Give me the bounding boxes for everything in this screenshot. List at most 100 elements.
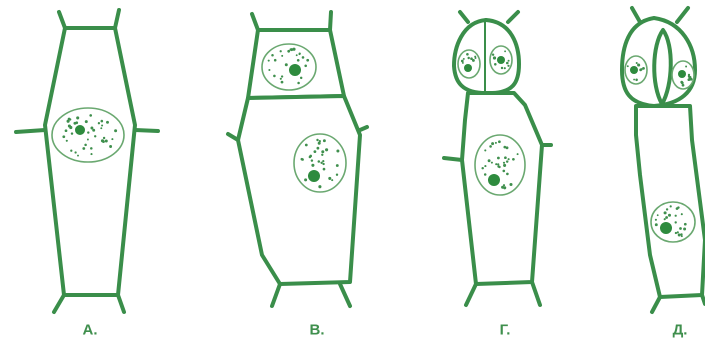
panel-d-lower-nucleus-envelope <box>651 202 695 242</box>
panel-d-cell <box>622 8 705 312</box>
panel-b-lower-nucleus-granule <box>322 160 324 162</box>
panel-a-nucleus-granule <box>84 144 87 147</box>
panel-g-lower-nucleus-granule <box>489 145 492 148</box>
panel-a-nucleus-granule <box>94 135 96 137</box>
panel-b-lower-nucleus-granule <box>305 144 308 147</box>
panel-d-left-guard-nucleus-granule <box>637 63 640 66</box>
panel-d-lower-nucleus <box>651 202 695 242</box>
panel-g-lower-nucleus-granule <box>491 162 493 164</box>
panel-a-nucleus-nucleolus <box>75 125 85 135</box>
panel-b-lower-nucleus-granule <box>320 162 322 164</box>
panel-a-nucleus-granule <box>105 140 108 143</box>
panel-a-nucleus <box>52 108 124 162</box>
panel-d-lower-nucleus-granule <box>675 221 677 223</box>
panel-a-nucleus-granule <box>71 132 73 134</box>
panel-a-nucleus-granule <box>101 124 103 126</box>
panel-g-lower-nucleus-granule <box>495 163 497 165</box>
panel-g-wall-stub-top-right <box>508 12 518 22</box>
panel-d-right-guard-nucleus-granule <box>682 84 685 87</box>
panel-a-nucleus-granule <box>62 135 65 138</box>
panel-b-lower-nucleus-granule <box>331 179 333 181</box>
panel-g-lower-nucleus-granule <box>495 142 497 144</box>
panel-b-lower-nucleus-nucleolus <box>308 170 320 182</box>
panel-b-cell <box>228 12 367 306</box>
panel-b-lower-nucleus-granule <box>321 154 323 156</box>
panel-b-lower-nucleus-granule <box>323 168 326 171</box>
panel-b-wall-stub-top-right <box>330 12 331 30</box>
panel-d-lower-nucleus-granule <box>681 213 683 215</box>
panel-b-lower-nucleus-granule <box>328 177 331 180</box>
panel-d-lower-nucleus-granule <box>655 223 658 226</box>
panel-d-lower-nucleus-granule <box>668 214 671 217</box>
panel-g-right-guard-nucleus-granule <box>494 63 497 66</box>
panel-d-right-guard-nucleus-granule <box>688 74 690 76</box>
panel-g-lower-nucleus-granule <box>508 158 510 160</box>
panel-b-upper-nucleus-granule <box>304 65 307 68</box>
panel-g-left-guard-nucleus-granule <box>463 58 465 60</box>
panel-g-right-guard-nucleus-granule <box>506 62 509 65</box>
panel-g-lower-nucleus-granule <box>503 164 506 167</box>
panel-g-right-guard-nucleus <box>490 46 512 74</box>
panel-b-upper-nucleus-granule <box>299 52 301 54</box>
panel-b-lower-nucleus <box>294 134 346 192</box>
panel-b-lower-nucleus-granule <box>318 185 321 188</box>
panel-g-lower-nucleus-granule <box>497 163 499 165</box>
panel-g-lower-nucleus-granule <box>484 165 486 167</box>
panel-g-left-guard-nucleus-granule <box>467 57 469 59</box>
panel-d-lower-nucleus-granule <box>666 208 668 210</box>
panel-b-lower-nucleus-granule <box>316 139 318 141</box>
panel-d-lower-nucleus-granule <box>657 214 659 216</box>
panel-g-lower-nucleus-granule <box>498 140 501 143</box>
panel-b-label: В. <box>310 322 325 339</box>
panel-g-left-guard-nucleus-granule <box>474 56 476 58</box>
panel-g-wall-stub-left <box>444 158 462 160</box>
panel-a-wall-stub-left <box>16 130 45 132</box>
panel-g-lower-nucleus-granule <box>503 162 505 164</box>
panel-a-nucleus-granule <box>77 155 79 157</box>
panel-d-lower-nucleus-granule <box>678 234 681 237</box>
panel-g-right-guard-nucleus-granule <box>493 56 496 59</box>
panel-g-left-guard-nucleus <box>458 50 480 78</box>
panel-d-left-guard-nucleus-granule <box>627 65 629 67</box>
panel-a-nucleus-granule <box>70 150 72 152</box>
panel-a-nucleus-granule <box>66 140 68 142</box>
panel-d-lower-nucleus-granule <box>677 231 679 233</box>
panel-b-lower-nucleus-granule <box>304 178 307 181</box>
panel-d-lower-nucleus-granule <box>665 216 668 219</box>
panel-d-left-guard-nucleus-granule <box>640 68 642 70</box>
panel-d-wall-stub-bottom-left <box>652 297 660 312</box>
panel-b-upper-nucleus-granule <box>297 59 300 62</box>
panel-d-lower-nucleus-granule <box>681 235 683 237</box>
panel-g-lower-nucleus-granule <box>503 146 506 149</box>
panel-b-upper-nucleus-granule <box>290 48 293 51</box>
panel-a-nucleus-granule <box>68 124 71 127</box>
panel-g-cell <box>444 12 551 305</box>
panel-g-lower-nucleus-granule <box>497 165 499 167</box>
panel-g-wall-stub-top-left <box>460 12 468 22</box>
panel-a-wall-stub-right <box>135 130 158 131</box>
panel-b-lower-nucleus-granule <box>318 160 321 163</box>
panel-a-nucleus-granule <box>90 153 92 155</box>
panel-g-right-guard-nucleus-granule <box>501 67 503 69</box>
panel-a-nucleus-granule <box>65 129 68 132</box>
panel-b-lower-cell-wall <box>238 96 360 284</box>
panel-g-lower-nucleus-nucleolus <box>488 174 500 186</box>
panel-b-lower-nucleus-granule <box>321 150 324 153</box>
panel-b-lower-nucleus-granule <box>336 150 339 153</box>
panel-a-nucleus-granule <box>102 140 105 143</box>
panel-b-lower-nucleus-granule <box>311 164 314 167</box>
panel-a-nucleus-granule <box>101 120 104 123</box>
panel-d-left-guard-nucleus <box>625 56 647 84</box>
panel-g-right-guard-nucleus-granule <box>508 60 510 62</box>
panel-b-lower-nucleus-granule <box>336 164 339 167</box>
panel-b-upper-nucleus-granule <box>302 56 305 59</box>
panel-a-wall-stub-bottom-left <box>54 295 64 312</box>
panel-d-lower-nucleus-granule <box>675 215 677 217</box>
panel-g-lower-nucleus-granule <box>484 173 487 176</box>
panel-a-nucleus-envelope <box>52 108 124 162</box>
panel-g-lower-nucleus-granule <box>512 158 515 161</box>
panel-b-lower-nucleus-granule <box>336 173 338 175</box>
panel-g-left-guard-nucleus-granule <box>462 62 464 64</box>
panel-a-nucleus-granule <box>114 129 117 132</box>
panel-a-cell <box>16 10 158 312</box>
